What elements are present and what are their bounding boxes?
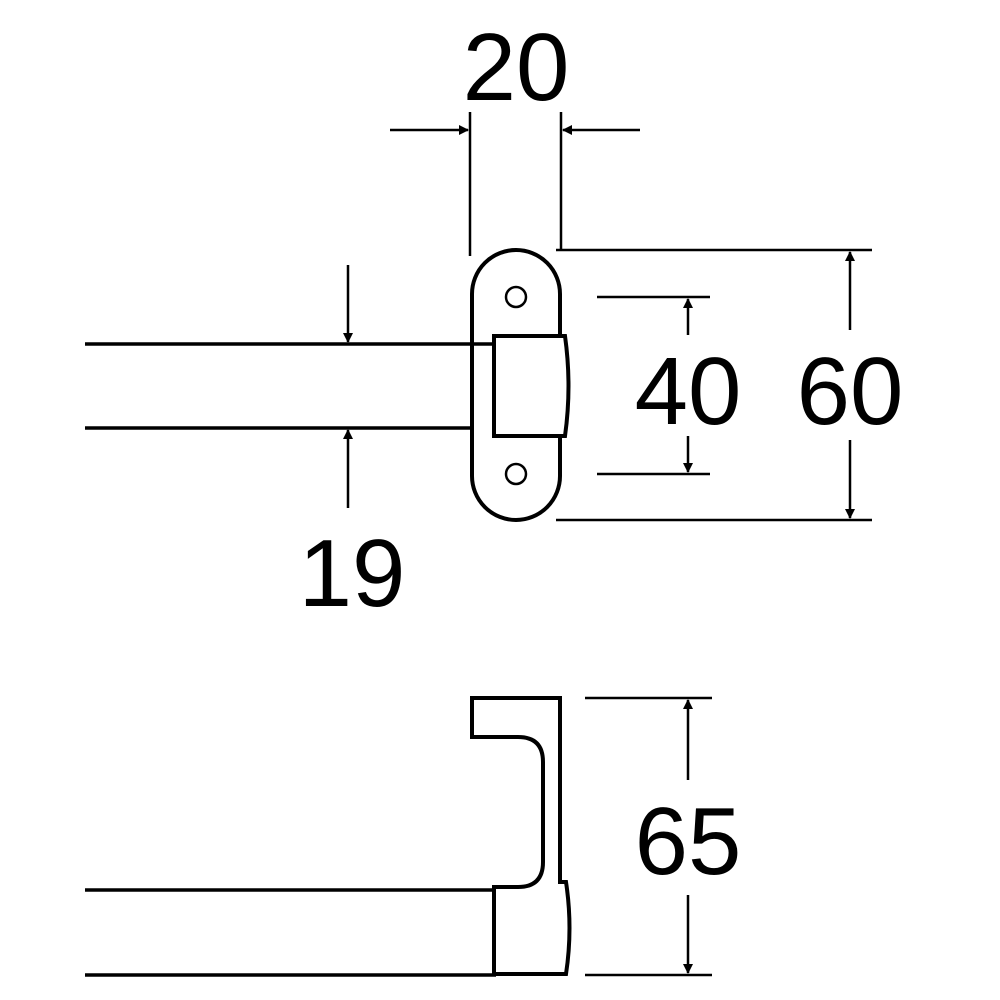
screw-hole-top <box>504 285 528 309</box>
dimension-60: 60 <box>556 248 904 522</box>
dimension-label: 20 <box>463 14 570 121</box>
dimension-19: 19 <box>299 265 406 627</box>
dimension-label: 65 <box>635 788 742 895</box>
bracket-profile <box>470 696 572 976</box>
dimension-label: 60 <box>797 338 904 445</box>
screw-hole-bottom <box>504 462 528 486</box>
dimension-20: 20 <box>390 14 640 256</box>
top-view <box>85 248 571 522</box>
dimension-65: 65 <box>585 696 742 977</box>
dimension-label: 40 <box>635 338 742 445</box>
dimension-label: 19 <box>299 520 406 627</box>
dimension-40: 40 <box>597 295 742 476</box>
side-view <box>85 696 572 977</box>
rod-end-cap <box>492 334 571 438</box>
